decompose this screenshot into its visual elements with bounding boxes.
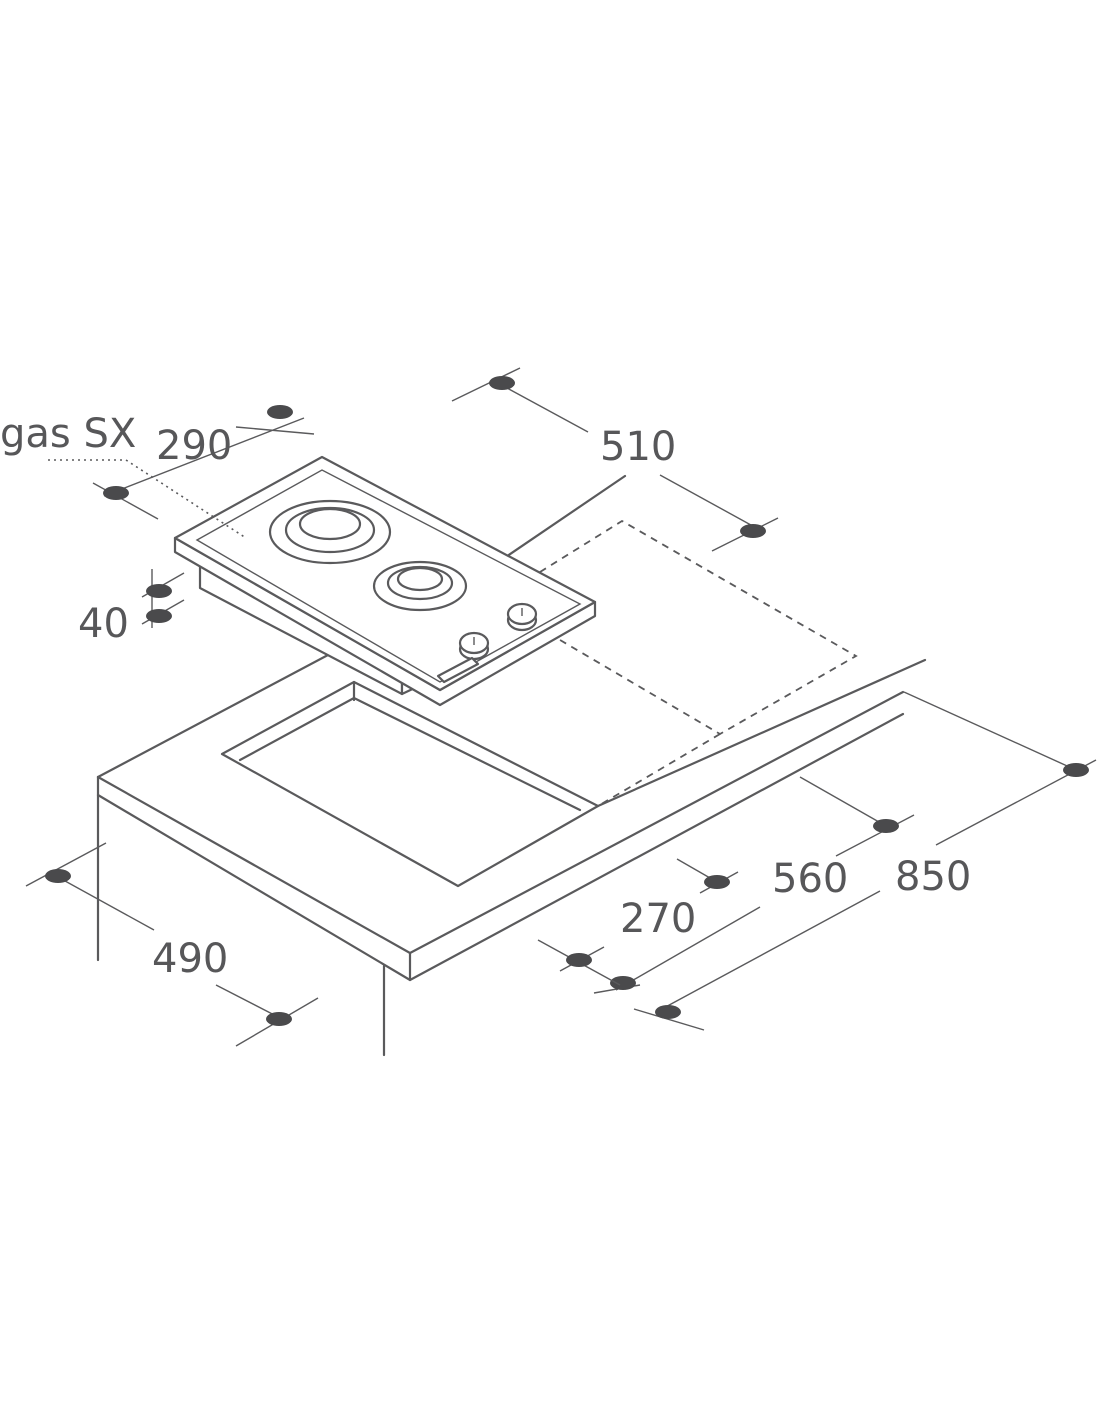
dim-270-label: 270	[620, 896, 696, 942]
dim-270-end-dot	[704, 875, 730, 889]
gas-hob	[173, 455, 597, 707]
dim-490-start-dot	[45, 869, 71, 883]
dim-850-line	[903, 691, 1077, 771]
small-burner	[372, 560, 468, 612]
dim-510-label: 510	[600, 424, 676, 470]
dim-510-line	[495, 381, 589, 433]
hob-plate-inner-frame	[195, 469, 582, 683]
worktop-top-edge	[96, 636, 362, 779]
dimension-lines	[25, 367, 1097, 1047]
dim-560-line	[799, 776, 887, 827]
model-label: gas SX	[0, 411, 136, 457]
dim-490-end-dot	[266, 1012, 292, 1026]
dim-560-bottom-dot	[610, 976, 636, 990]
dim-290-end-dot	[267, 405, 293, 419]
dashed-adjacent-position	[539, 519, 858, 807]
large-burner	[268, 499, 392, 565]
dashed-front-line	[597, 733, 721, 807]
dim-560-top-dot	[873, 819, 899, 833]
dim-510-start-dot	[489, 376, 515, 390]
dim-290-start-dot	[103, 486, 129, 500]
cutout-outline	[220, 680, 600, 888]
cutout-hole	[220, 680, 600, 888]
ignition-badge	[436, 656, 480, 684]
dim-270-start-dot	[566, 953, 592, 967]
dim-490-label: 490	[152, 936, 228, 982]
dim-290-line	[103, 417, 305, 497]
control-knob-right-icon	[506, 602, 538, 632]
worktop-back-edge	[492, 474, 627, 567]
dim-850-label: 850	[895, 854, 971, 900]
dim-850-top-dot	[1063, 763, 1089, 777]
model-label-leader	[48, 459, 247, 539]
control-knob-left-icon	[458, 631, 490, 661]
dim-850-bottom-dot	[655, 1005, 681, 1019]
dim-490-line	[55, 875, 155, 931]
dim-40-label: 40	[78, 601, 129, 647]
dim-560-label: 560	[772, 856, 848, 902]
worktop	[96, 474, 927, 1057]
dim-290-label: 290	[156, 423, 232, 469]
dim-40-bottom-dot	[146, 609, 172, 623]
dim-510-end-dot	[740, 524, 766, 538]
dim-40-top-dot	[146, 584, 172, 598]
dashed-outline	[539, 519, 858, 736]
worktop-right-edge	[596, 658, 927, 808]
